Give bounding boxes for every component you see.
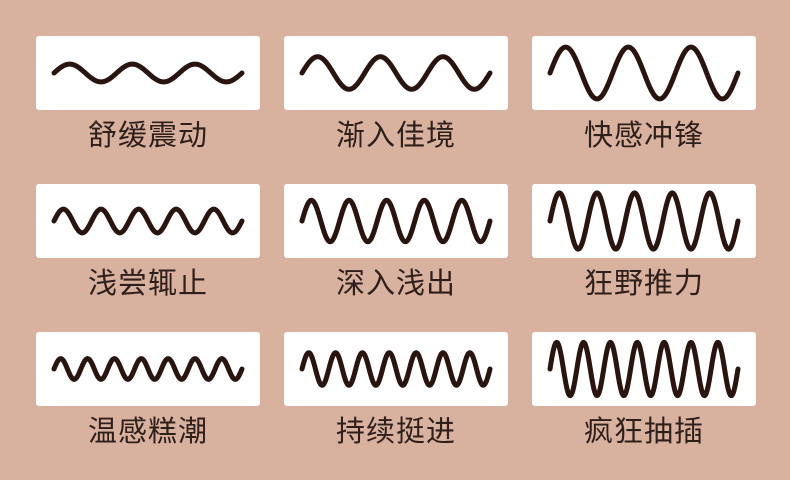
waveform-line bbox=[299, 54, 493, 92]
mode-card-0[interactable] bbox=[36, 36, 260, 110]
waveform-line bbox=[547, 339, 741, 399]
mode-card-6[interactable] bbox=[36, 332, 260, 406]
waveform-icon bbox=[299, 54, 493, 92]
mode-card-1[interactable] bbox=[284, 36, 508, 110]
mode-label: 深入浅出 bbox=[335, 266, 456, 300]
mode-card-3[interactable] bbox=[36, 184, 260, 258]
waveform-line bbox=[51, 356, 245, 382]
mode-label: 疯狂抽插 bbox=[583, 414, 704, 448]
waveform-line bbox=[547, 44, 741, 102]
mode-card-4[interactable] bbox=[284, 184, 508, 258]
waveform-icon bbox=[51, 356, 245, 382]
mode-card-2[interactable] bbox=[532, 36, 756, 110]
waveform-line bbox=[51, 206, 245, 236]
mode-label: 舒缓震动 bbox=[87, 118, 208, 152]
waveform-icon bbox=[547, 190, 741, 252]
waveform-icon bbox=[299, 350, 493, 388]
mode-card-5[interactable] bbox=[532, 184, 756, 258]
mode-label: 持续挺进 bbox=[335, 414, 456, 448]
mode-label: 快感冲锋 bbox=[583, 118, 704, 152]
mode-label: 温感糕潮 bbox=[87, 414, 208, 448]
mode-label: 狂野推力 bbox=[583, 266, 704, 300]
waveform-icon bbox=[547, 339, 741, 399]
waveform-line bbox=[299, 350, 493, 388]
waveform-line bbox=[51, 61, 245, 85]
waveform-line bbox=[299, 197, 493, 245]
waveform-icon bbox=[51, 61, 245, 85]
mode-card-7[interactable] bbox=[284, 332, 508, 406]
waveform-line bbox=[547, 190, 741, 252]
waveform-icon bbox=[299, 197, 493, 245]
waveform-icon bbox=[547, 44, 741, 102]
mode-label: 渐入佳境 bbox=[335, 118, 456, 152]
mode-label: 浅尝辄止 bbox=[87, 266, 208, 300]
mode-card-8[interactable] bbox=[532, 332, 756, 406]
waveform-icon bbox=[51, 206, 245, 236]
